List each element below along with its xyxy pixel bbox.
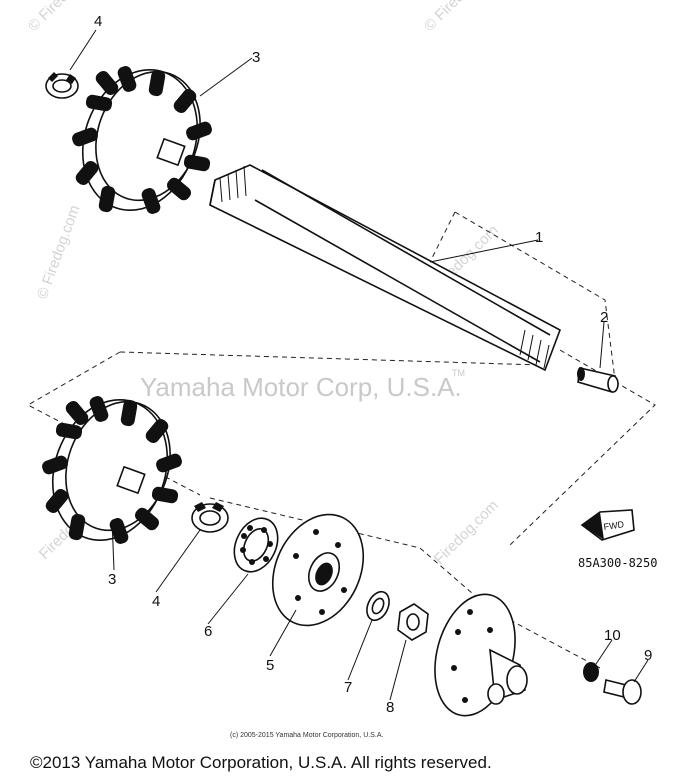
lock-washer (583, 662, 599, 682)
bottom-clip (191, 502, 229, 533)
top-clip (45, 72, 79, 99)
callout-10: 10 (604, 627, 621, 644)
callout-1: 1 (535, 229, 543, 246)
callout-2: 2 (600, 309, 608, 326)
fwd-label: FWD (603, 519, 625, 532)
hub-bolt (603, 679, 642, 705)
callout-3-top: 3 (252, 49, 260, 66)
hex-nut (397, 603, 429, 641)
bearing (233, 517, 279, 573)
callout-4-bottom: 4 (152, 593, 160, 610)
callout-numbers: 1 2 3 4 3 4 6 5 7 8 10 9 (94, 13, 652, 716)
watermark-site-left: © Firedog.com (34, 203, 84, 301)
callout-7: 7 (344, 679, 352, 696)
callout-9: 9 (644, 647, 652, 664)
top-sprocket (72, 66, 212, 214)
callout-4-top: 4 (94, 13, 102, 30)
shaft-bolt (577, 367, 619, 394)
copyright-small: (c) 2005-2015 Yamaha Motor Corporation, … (230, 732, 383, 739)
callout-8: 8 (386, 699, 394, 716)
bottom-sprocket (42, 396, 182, 544)
diagram-code: 85A300-8250 (578, 556, 657, 570)
fwd-indicator: FWD (580, 509, 635, 541)
watermark-tm: TM (452, 368, 465, 378)
callout-5: 5 (266, 657, 274, 674)
hub-flange (434, 593, 528, 717)
callout-leaders (69, 29, 649, 701)
callout-6: 6 (204, 623, 212, 640)
washer (366, 590, 390, 622)
drive-shaft (209, 164, 561, 372)
copyright-main: ©2013 Yamaha Motor Corporation, U.S.A. A… (30, 753, 492, 772)
callout-3-bottom: 3 (108, 571, 116, 588)
watermark-site-bottom-right: Firedog.com (431, 497, 502, 568)
watermark-text: Yamaha Motor Corp, U.S.A. (140, 372, 462, 402)
bearing-plate (271, 513, 365, 627)
watermark-site-corner-tr: © Firedog.com (421, 0, 503, 35)
